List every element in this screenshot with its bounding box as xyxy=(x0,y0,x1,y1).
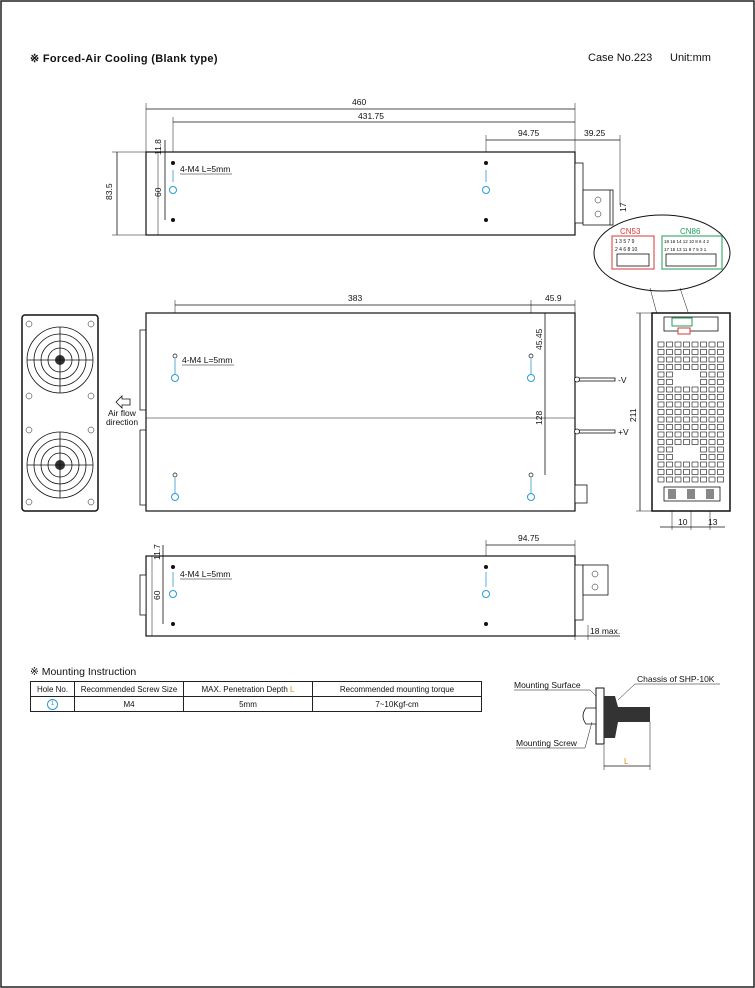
fan-grille xyxy=(21,314,99,512)
mount-chassis-label: Chassis of SHP-10K xyxy=(637,674,715,684)
cell-torque: 7~10Kgf-cm xyxy=(312,696,482,712)
side-view: 211 10 13 xyxy=(628,312,731,530)
dim-mid: 94.75 xyxy=(518,128,540,138)
airflow-label-1: Air flow xyxy=(108,408,137,418)
drawing-title: ※ Forced-Air Cooling (Blank type) xyxy=(30,53,218,65)
screw-note-bottom: 4-M4 L=5mm xyxy=(180,569,230,579)
header-screw-size: Recommended Screw Size xyxy=(74,681,184,697)
dim-front-pitch: 128 xyxy=(534,411,544,425)
dim-side-height: 211 xyxy=(628,408,638,422)
dim-height: 83.5 xyxy=(104,183,114,200)
terminal-neg: -V xyxy=(618,375,627,385)
mount-l-label: L xyxy=(624,757,629,766)
cn53-row2: 2 4 6 8 10 xyxy=(615,247,637,253)
cell-depth: 5mm xyxy=(183,696,313,712)
case-number: Case No.223 xyxy=(588,52,653,64)
table-row: 1 M4 5mm 7~10Kgf-cm xyxy=(30,696,482,712)
front-view: 383 45.9 4-M4 L=5mm xyxy=(139,293,629,512)
header-torque: Recommended mounting torque xyxy=(312,681,482,697)
table-header-row: Hole No. Recommended Screw Size MAX. Pen… xyxy=(30,681,482,697)
cell-hole: 1 xyxy=(30,696,75,712)
top-view: 460 431.75 94.75 39.25 83.5 11.8 60 xyxy=(104,97,628,236)
dim-bottom-left: 11.7 xyxy=(152,544,162,560)
dim-front-span: 383 xyxy=(348,293,362,303)
dim-hole-span: 431.75 xyxy=(358,111,384,121)
dim-left-offset: 11.8 xyxy=(153,139,163,155)
dim-bottom-mid: 94.75 xyxy=(518,533,540,543)
dim-side-b: 13 xyxy=(708,517,718,527)
dim-front-top: 45.45 xyxy=(534,328,544,350)
airflow-indicator: Air flow direction xyxy=(106,395,138,427)
cn53-row1: 1 3 5 7 9 xyxy=(615,239,635,245)
dim-bottom-max: 18 max. xyxy=(590,626,620,636)
dim-side-a: 10 xyxy=(678,517,688,527)
screw-note-front: 4-M4 L=5mm xyxy=(182,355,232,365)
mount-screw-label: Mounting Screw xyxy=(516,738,578,748)
header-depth: MAX. Penetration Depth L xyxy=(183,681,313,697)
dim-bottom-pitch: 60 xyxy=(152,590,162,600)
mounting-title: ※ Mounting Instruction xyxy=(30,666,137,678)
cn86-label: CN86 xyxy=(680,227,701,236)
header-hole-no: Hole No. xyxy=(30,681,75,697)
cn53-label: CN53 xyxy=(620,227,641,236)
dim-overall: 460 xyxy=(352,97,366,107)
screw-note-top: 4-M4 L=5mm xyxy=(180,164,230,174)
dim-terminal: 39.25 xyxy=(584,128,606,138)
airflow-label-2: direction xyxy=(106,417,138,427)
bottom-view: 94.75 11.7 60 4-M4 L=5mm xyxy=(139,533,620,640)
terminal-pos: +V xyxy=(618,427,629,437)
arrow-left-icon xyxy=(115,395,131,409)
cn86-row1: 18 16 14 12 10 8 6 4 2 xyxy=(664,239,710,244)
connector-callout: CN53 1 3 5 7 9 2 4 6 8 10 CN86 18 16 14 … xyxy=(593,214,731,319)
dim-hole-pitch: 60 xyxy=(153,187,163,197)
mount-surface-label: Mounting Surface xyxy=(514,680,581,690)
cell-screw: M4 xyxy=(74,696,184,712)
mounting-diagram: Mounting Surface Chassis of SHP-10K L Mo… xyxy=(514,674,720,770)
cn86-row2: 17 15 13 11 9 7 5 3 1 xyxy=(664,247,707,252)
dim-bracket: 17 xyxy=(618,202,628,212)
unit-label: Unit:mm xyxy=(670,52,711,64)
dim-front-right: 45.9 xyxy=(545,293,562,303)
hole-number-icon: 1 xyxy=(47,699,58,710)
mounting-table: Hole No. Recommended Screw Size MAX. Pen… xyxy=(30,681,482,712)
